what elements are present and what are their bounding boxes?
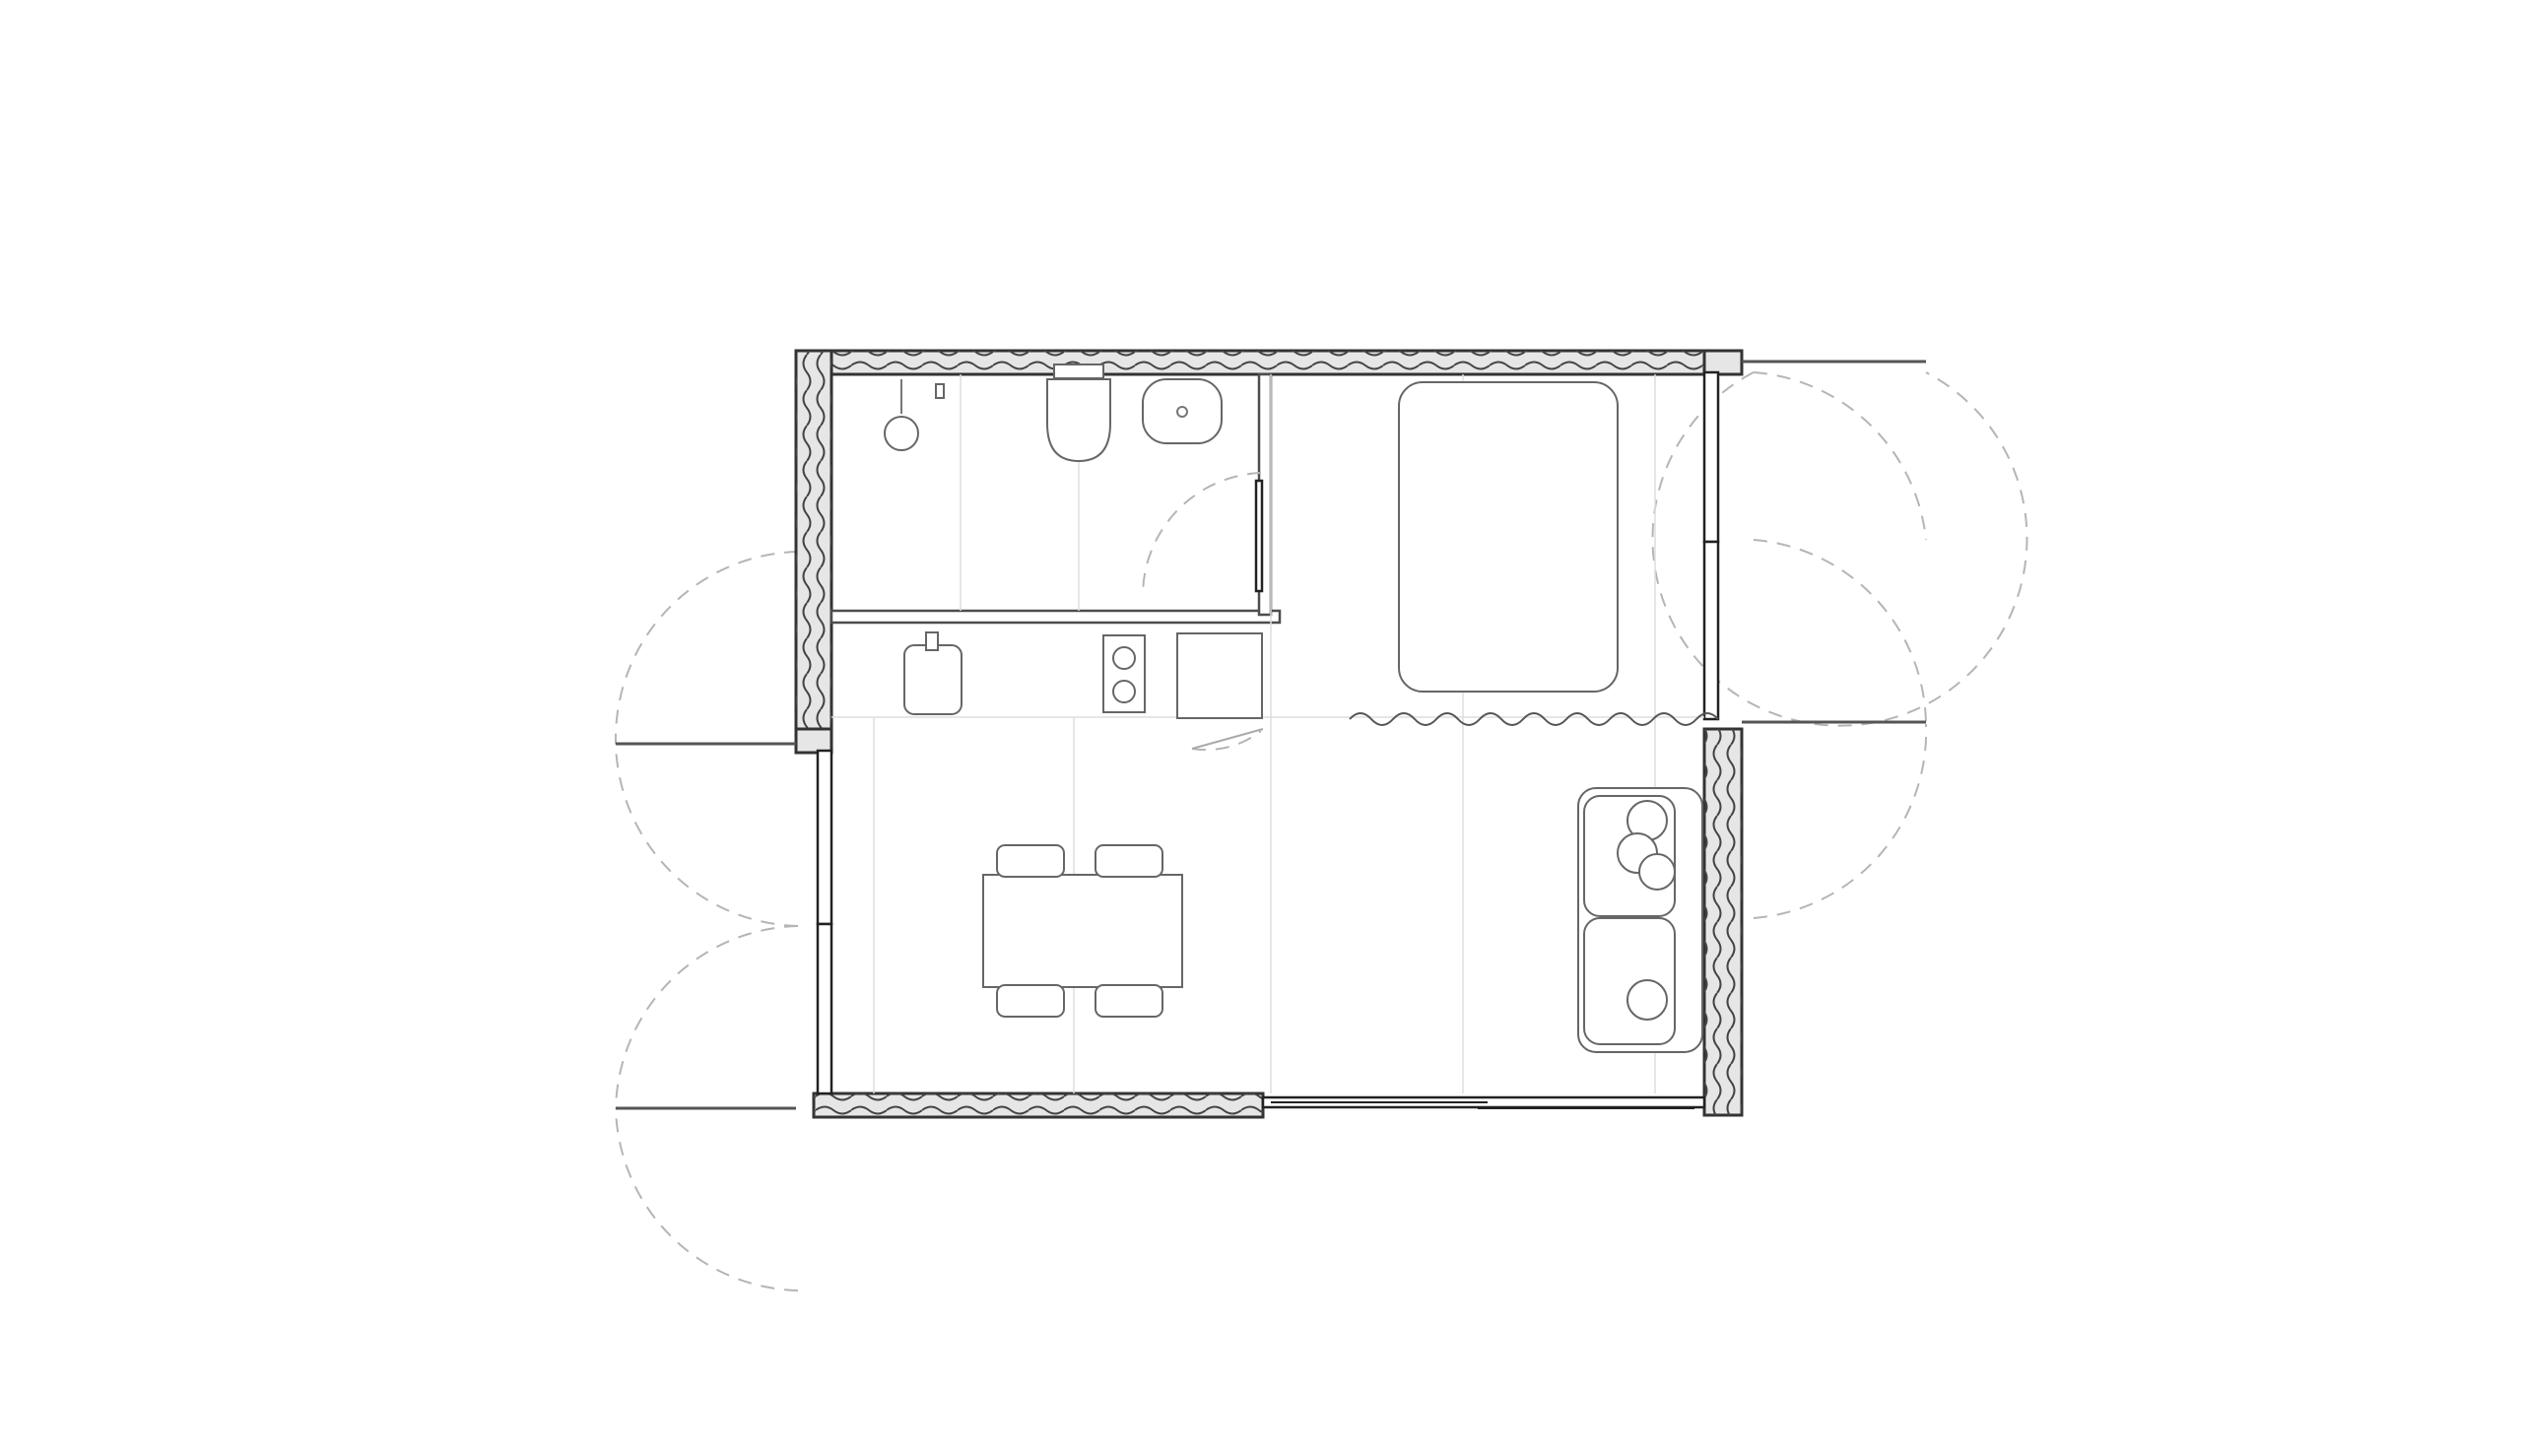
washbasin-icon xyxy=(1142,378,1223,444)
south-wall-corrugation xyxy=(814,1093,1263,1117)
toilet-cistern-icon xyxy=(1053,364,1104,379)
dining-chair-icon xyxy=(996,984,1065,1018)
interior-partitions xyxy=(830,372,1704,1093)
bedroom xyxy=(1349,381,1719,726)
glass-door-east-lower[interactable] xyxy=(1702,540,1720,721)
east-corner-top xyxy=(1702,349,1744,376)
glass-door-west-lower[interactable] xyxy=(816,922,833,1095)
sliding-window-south[interactable] xyxy=(1261,1095,1706,1109)
glass-door-west-upper[interactable] xyxy=(816,749,833,926)
dining-chair-icon xyxy=(1095,984,1163,1018)
bed-icon xyxy=(1398,381,1619,693)
sofa-pillow-icon xyxy=(1626,979,1668,1021)
bathroom-door-leaf xyxy=(1254,479,1264,593)
toilet-icon xyxy=(1046,378,1111,463)
glass-door-east-upper[interactable] xyxy=(1702,370,1720,544)
washbasin-drain-icon xyxy=(1176,406,1188,418)
kitchen xyxy=(903,631,1263,719)
kitchen-sink-icon xyxy=(903,644,962,715)
living xyxy=(1577,787,1703,1053)
swing-east-lower-top xyxy=(1753,539,1927,725)
bathroom-kitchen-partition xyxy=(830,609,1282,625)
kitchen-tap-icon xyxy=(925,631,939,651)
sofa-pillow-icon xyxy=(1638,853,1676,891)
bathroom-door-swing xyxy=(1141,472,1262,597)
bathroom-door[interactable] xyxy=(1141,472,1264,597)
dining-table-icon xyxy=(982,874,1183,988)
curtain-icon xyxy=(1349,712,1719,726)
swing-west-lower-top xyxy=(615,925,799,1109)
fridge-icon xyxy=(1176,632,1263,719)
shower-drain-icon xyxy=(884,416,919,451)
kitchen-door-swing xyxy=(1191,730,1262,752)
kitchen-door-leaf xyxy=(1191,728,1264,750)
burner-1-icon xyxy=(1112,646,1136,670)
glass-doors-west[interactable] xyxy=(616,742,833,1110)
swing-east-upper-top xyxy=(1651,371,2028,727)
west-corner-mid xyxy=(794,727,833,755)
glass-doors-east[interactable] xyxy=(1702,360,1926,724)
swing-east-upper-arc xyxy=(1753,371,1927,541)
north-wall-corrugation xyxy=(796,351,1742,374)
west-wall-upper-corrugation xyxy=(796,351,831,729)
bathroom xyxy=(884,364,1223,463)
burner-2-icon xyxy=(1112,680,1136,703)
swing-west-upper-arc xyxy=(615,743,799,927)
kitchen-door[interactable] xyxy=(1191,728,1264,752)
swing-east-lower-arc xyxy=(1753,723,1928,919)
shower-valve-icon xyxy=(935,383,945,399)
dining xyxy=(982,844,1183,1018)
east-wall-lower-corrugation xyxy=(1704,729,1742,1115)
exterior-walls xyxy=(794,349,1744,1119)
dining-chair-icon xyxy=(1095,844,1163,878)
sofa-cushion-2 xyxy=(1583,917,1676,1045)
door-swings xyxy=(614,371,2028,1291)
dining-chair-icon xyxy=(996,844,1065,878)
swing-west-lower-arc xyxy=(615,1107,799,1291)
swing-west-upper-top xyxy=(614,551,799,745)
